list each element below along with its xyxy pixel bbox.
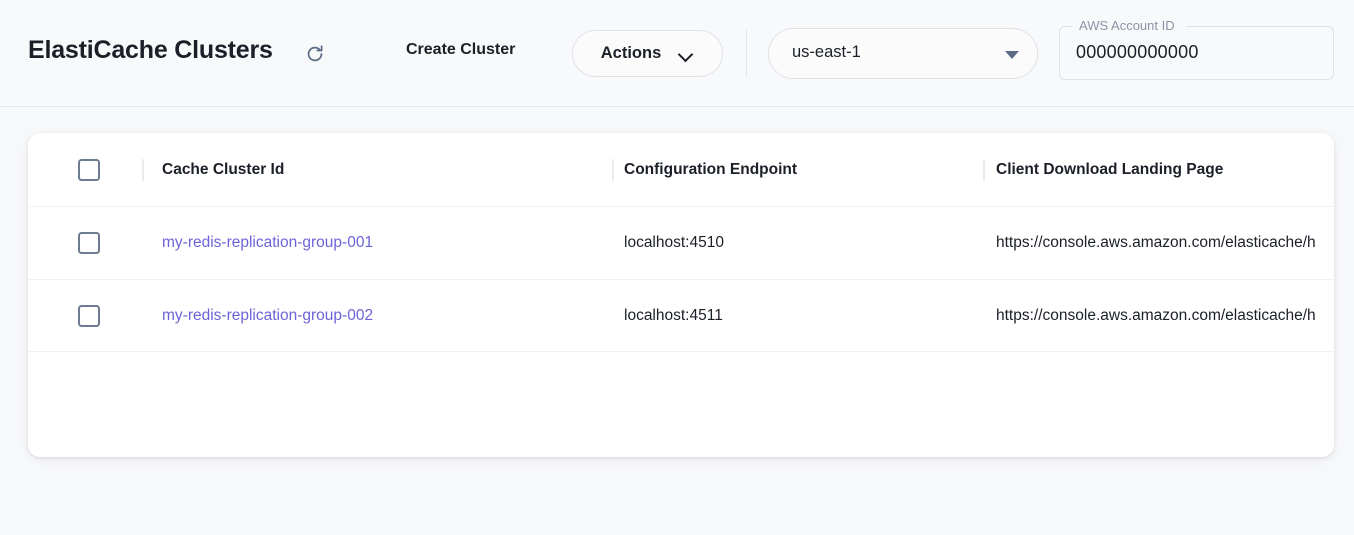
region-select[interactable]: us-east-1 [768, 28, 1038, 79]
cell-cache-cluster-id[interactable]: my-redis-replication-group-002 [162, 307, 373, 325]
cell-client-download-landing-page: https://console.aws.amazon.com/elasticac… [996, 307, 1316, 325]
refresh-icon[interactable] [302, 41, 328, 67]
row-select-checkbox[interactable] [78, 305, 100, 327]
column-header-client-download-landing-page[interactable]: Client Download Landing Page [996, 161, 1223, 179]
chevron-down-icon [678, 49, 694, 59]
aws-account-id-field[interactable]: AWS Account ID 000000000000 [1059, 26, 1334, 80]
select-all-checkbox[interactable] [78, 159, 100, 181]
cell-configuration-endpoint: localhost:4511 [624, 307, 723, 325]
column-separator [612, 159, 614, 181]
row-checkbox-cell [78, 305, 100, 327]
column-separator [142, 159, 144, 181]
actions-button-label: Actions [601, 44, 662, 63]
header-divider [746, 30, 747, 77]
caret-down-icon [1005, 51, 1019, 59]
page-title: ElastiCache Clusters [28, 36, 273, 65]
cell-client-download-landing-page: https://console.aws.amazon.com/elasticac… [996, 234, 1316, 252]
column-separator [983, 159, 985, 181]
table-row[interactable]: my-redis-replication-group-001 localhost… [28, 206, 1334, 279]
region-select-value: us-east-1 [792, 43, 861, 62]
clusters-card: Cache Cluster Id Configuration Endpoint … [28, 133, 1334, 457]
table-header-row: Cache Cluster Id Configuration Endpoint … [28, 133, 1334, 206]
row-checkbox-cell [78, 232, 100, 254]
table-row[interactable]: my-redis-replication-group-002 localhost… [28, 279, 1334, 352]
app-header: ElastiCache Clusters Create Cluster Acti… [0, 0, 1354, 107]
column-header-configuration-endpoint[interactable]: Configuration Endpoint [624, 161, 797, 179]
actions-button[interactable]: Actions [572, 30, 723, 77]
select-all-checkbox-cell [78, 159, 100, 181]
aws-account-id-value: 000000000000 [1076, 42, 1199, 63]
column-header-cache-cluster-id[interactable]: Cache Cluster Id [162, 161, 284, 179]
clusters-table: Cache Cluster Id Configuration Endpoint … [28, 133, 1334, 352]
cell-cache-cluster-id[interactable]: my-redis-replication-group-001 [162, 234, 373, 252]
aws-account-id-label: AWS Account ID [1076, 18, 1178, 33]
cell-configuration-endpoint: localhost:4510 [624, 234, 724, 252]
create-cluster-button[interactable]: Create Cluster [406, 41, 515, 59]
row-select-checkbox[interactable] [78, 232, 100, 254]
